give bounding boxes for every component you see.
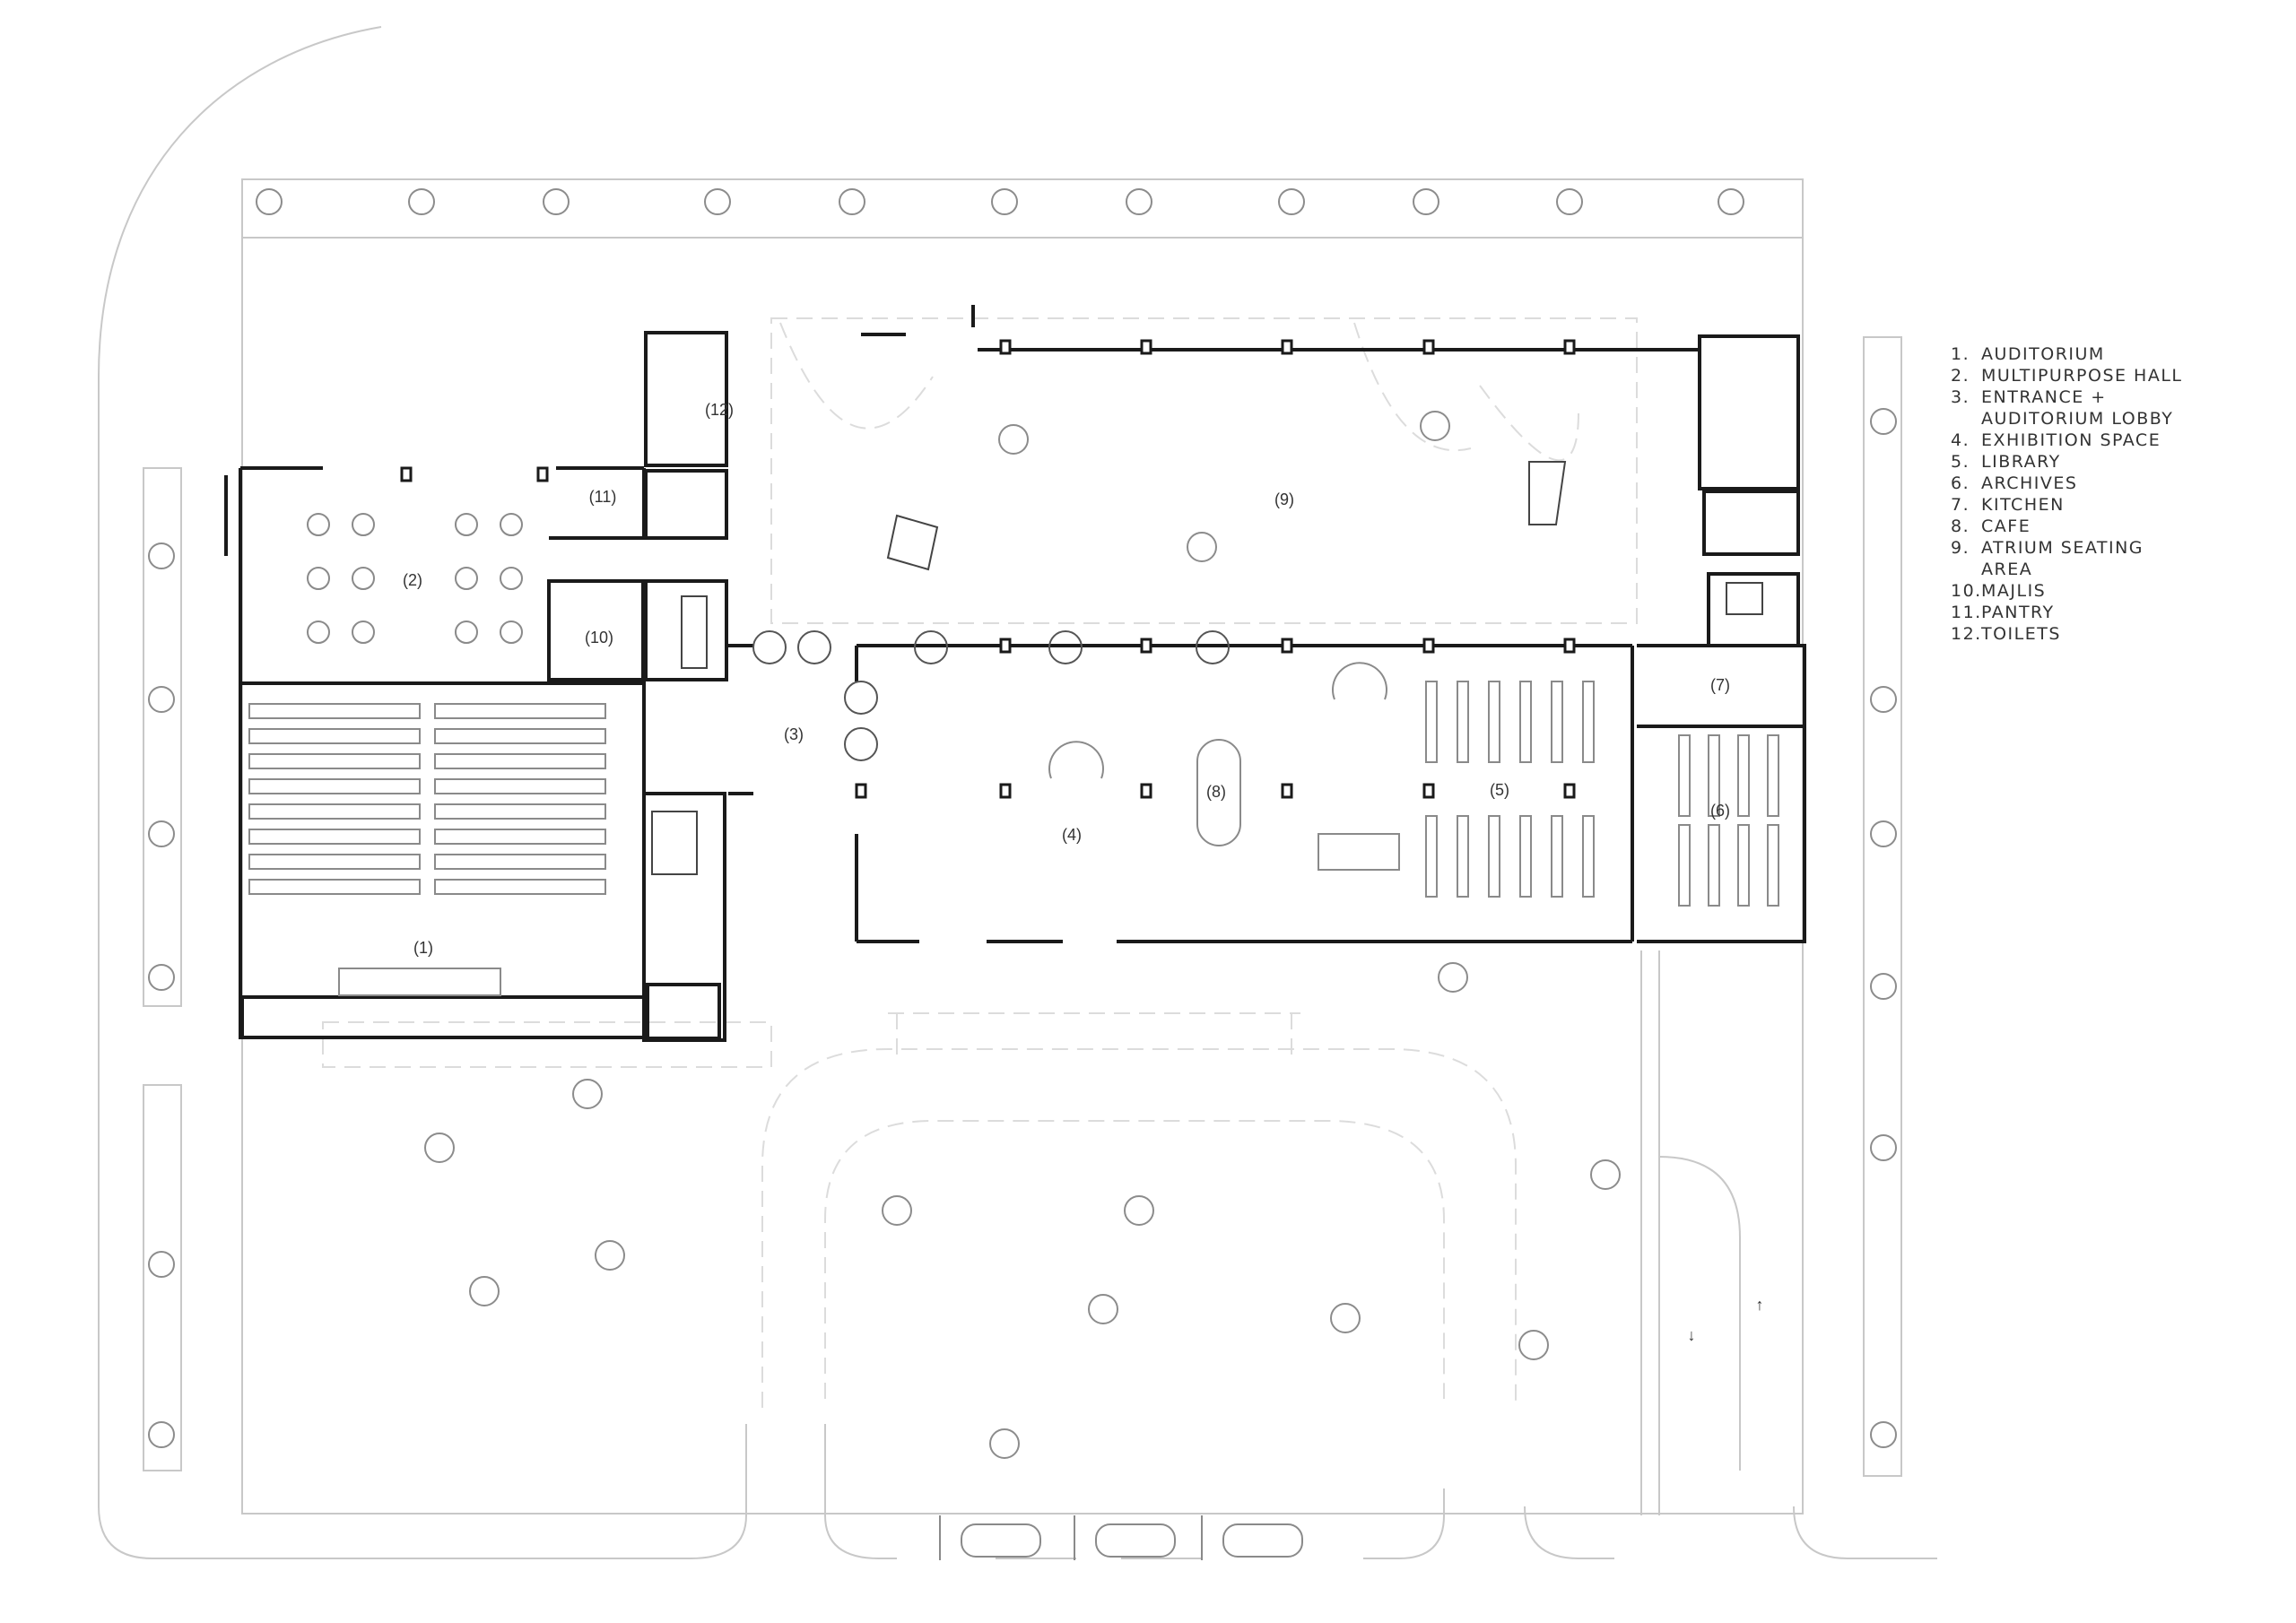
auditorium-seating	[248, 703, 606, 996]
legend-label: MULTIPURPOSE HALL	[1981, 366, 2183, 386]
legend-label: ENTRANCE + AUDITORIUM LOBBY	[1981, 387, 2174, 429]
room-label-4: (4)	[1062, 826, 1082, 844]
legend-label: CAFE	[1981, 516, 2031, 536]
building-walls	[224, 305, 1806, 1042]
legend-number: 8.	[1951, 516, 1970, 536]
legend-label: LIBRARY	[1981, 452, 2061, 472]
legend-label: TOILETS	[1981, 624, 2061, 644]
legend-label: PANTRY	[1981, 603, 2055, 622]
legend-label: ARCHIVES	[1981, 473, 2078, 493]
paving-lines	[322, 317, 1638, 1408]
legend-item-entrance-lobby: 3. ENTRANCE + AUDITORIUM LOBBY	[1951, 386, 2201, 430]
room-label-3: (3)	[784, 725, 804, 743]
legend-number: 2.	[1951, 366, 1970, 386]
legend-number: 12.	[1951, 624, 1982, 644]
legend-item-exhibition-space: 4. EXHIBITION SPACE	[1951, 430, 2201, 451]
legend-item-kitchen: 7. KITCHEN	[1951, 494, 2201, 516]
legend-number: 3.	[1951, 387, 1970, 407]
room-label-12: (12)	[705, 401, 734, 419]
stairs	[651, 461, 1763, 875]
room-labels: (1) (2) (3) (4) (5) (6) (7) (8) (9) (10)…	[403, 401, 1764, 1344]
legend-item-atrium-seating: 9. ATRIUM SEATING AREA	[1951, 537, 2201, 580]
legend-number: 1.	[1951, 344, 1970, 364]
legend-number: 11.	[1951, 603, 1982, 622]
legend-number: 5.	[1951, 452, 1970, 472]
legend-number: 4.	[1951, 430, 1970, 450]
legend-label: AUDITORIUM	[1981, 344, 2105, 364]
legend-number: 10.	[1951, 581, 1982, 601]
multipurpose-tables	[307, 513, 523, 644]
room-label-8: (8)	[1206, 783, 1226, 801]
cafe-and-exhibition-fixtures	[1048, 662, 1400, 871]
legend-item-majlis: 10.MAJLIS	[1951, 580, 2201, 602]
room-label-2: (2)	[403, 571, 422, 589]
legend-item-multipurpose-hall: 2. MULTIPURPOSE HALL	[1951, 365, 2201, 386]
room-label-1: (1)	[413, 939, 433, 957]
room-label-9: (9)	[1274, 490, 1294, 508]
legend-item-auditorium: 1. AUDITORIUM	[1951, 343, 2201, 365]
legend-item-toilets: 12.TOILETS	[1951, 623, 2201, 645]
legend-label: EXHIBITION SPACE	[1981, 430, 2161, 450]
room-legend: 1. AUDITORIUM 2. MULTIPURPOSE HALL 3. ENTRA…	[1951, 343, 2201, 645]
room-label-5: (5)	[1490, 781, 1509, 799]
legend-item-cafe: 8. CAFE	[1951, 516, 2201, 537]
landscape-plants	[148, 188, 1897, 1459]
legend-label: ATRIUM SEATING AREA	[1981, 538, 2144, 579]
legend-label: KITCHEN	[1981, 495, 2065, 515]
room-label-6: (6)	[1710, 802, 1730, 820]
legend-item-archives: 6. ARCHIVES	[1951, 473, 2201, 494]
driveway-arrow-up: ↑	[1756, 1296, 1764, 1314]
legend-number: 9.	[1951, 538, 1970, 558]
legend-item-library: 5. LIBRARY	[1951, 451, 2201, 473]
legend-number: 7.	[1951, 495, 1970, 515]
lobby-round-columns	[752, 630, 1230, 761]
driveway-arrow-down: ↓	[1688, 1326, 1696, 1344]
room-label-11: (11)	[589, 488, 617, 506]
columns	[400, 339, 1576, 799]
room-label-7: (7)	[1710, 676, 1730, 694]
room-label-10: (10)	[585, 629, 613, 647]
legend-number: 6.	[1951, 473, 1970, 493]
legend-item-pantry: 11.PANTRY	[1951, 602, 2201, 623]
parked-cars	[939, 1515, 1303, 1560]
legend-label: MAJLIS	[1981, 581, 2047, 601]
library-shelves	[1425, 681, 1779, 907]
